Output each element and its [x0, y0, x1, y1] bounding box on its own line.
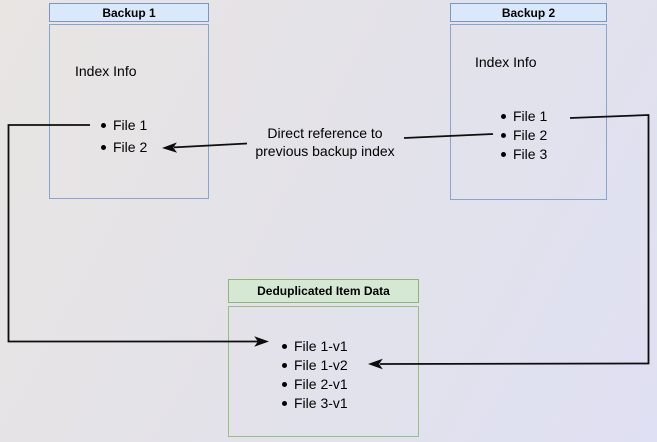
backup2-header: Backup 2 [450, 3, 607, 22]
backup2-file-item: File 2 [500, 127, 548, 143]
dedup-file-item: File 1-v1 [281, 338, 348, 354]
dedup-title: Deduplicated Item Data [257, 284, 390, 298]
backup1-file-item: File 2 [100, 136, 147, 158]
backup1-index-info-label: Index Info [75, 63, 137, 79]
dedup-header: Deduplicated Item Data [228, 279, 419, 303]
dedup-file-item: File 1-v2 [281, 357, 348, 373]
backup2-file-list: File 1 File 2 File 3 [500, 107, 548, 164]
backup2-title: Backup 2 [501, 5, 556, 20]
backup2-file-item: File 3 [500, 146, 548, 162]
backup2-file-item: File 1 [500, 108, 548, 124]
dedup-body [228, 306, 419, 437]
dedup-file-item: File 3-v1 [281, 395, 348, 411]
edge-label-line1: Direct reference to [267, 125, 383, 141]
edge-label-direct-reference: Direct reference to previous backup inde… [235, 124, 415, 160]
dedup-file-list: File 1-v1 File 1-v2 File 2-v1 File 3-v1 [281, 337, 348, 413]
dedup-file-item: File 2-v1 [281, 376, 348, 392]
backup1-body [49, 24, 209, 199]
edge-label-line2: previous backup index [255, 143, 395, 159]
backup1-header: Backup 1 [49, 3, 209, 22]
backup2-index-info-label: Index Info [475, 54, 537, 70]
backup1-file-list: File 1 File 2 [100, 114, 147, 158]
backup1-file-item: File 1 [100, 114, 147, 136]
backup1-title: Backup 1 [102, 5, 156, 20]
